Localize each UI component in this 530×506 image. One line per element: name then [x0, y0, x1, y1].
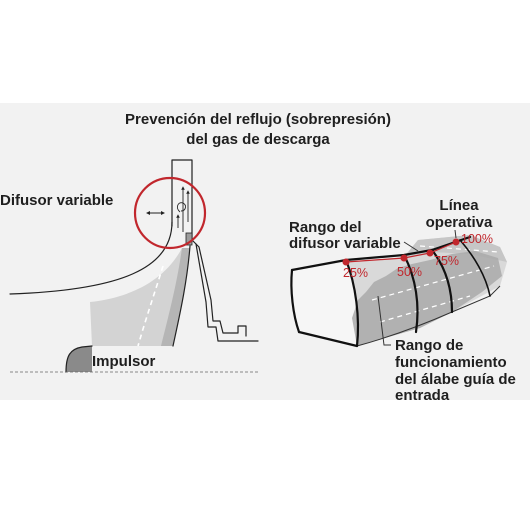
left-surface-slice [291, 262, 358, 346]
igv-range-leader [377, 295, 391, 346]
volute-wall-outer [191, 239, 247, 337]
impeller-label: Impulsor [92, 353, 156, 370]
section-arc-100 [459, 239, 491, 297]
diffuser-range-label-2: difusor variable [289, 235, 401, 252]
section-arc-75 [430, 248, 454, 314]
operating-line-leader [454, 229, 457, 239]
igv-range-label-4: entrada [395, 387, 450, 404]
surface-dashed-line-1 [419, 245, 499, 253]
igv-range-label-3: del álabe guía de [395, 371, 516, 388]
volute-wall-inner [195, 243, 259, 342]
operating-line-label-2: operativa [426, 214, 493, 231]
operating-point-25 [342, 258, 350, 266]
igv-range-label-2: funcionamiento [395, 354, 507, 371]
backflow-highlight-circle [133, 176, 207, 250]
title-line-1: Prevención del reflujo (sobrepresión) [125, 111, 391, 128]
section-arc-50 [402, 253, 419, 334]
variable-diffuser-label: Difusor variable [0, 192, 113, 209]
surface-dashed-line-2 [371, 265, 495, 301]
diffuser-channel [171, 159, 193, 241]
point-label-50: 50% [397, 265, 422, 279]
title-line-2: del gas de descarga [186, 131, 330, 148]
section-arc-25 [344, 258, 360, 348]
hub-contour [172, 245, 191, 347]
diffuser-range-left-edge [290, 268, 301, 334]
point-label-75: 75% [434, 254, 459, 268]
operating-line [345, 241, 457, 263]
impeller-hub-strip [161, 248, 190, 346]
operating-point-100 [452, 238, 460, 246]
igv-range-label-1: Rango de [395, 337, 463, 354]
operating-line-label-1: Línea [439, 197, 479, 214]
impeller-blade [90, 248, 190, 346]
surface-dashed-line-3 [379, 295, 471, 323]
impeller-base-outline [65, 345, 93, 373]
diffuser-range-label-1: Rango del [289, 219, 362, 236]
blade-dashed-line [137, 265, 164, 347]
inlet-guide-vane-region [352, 251, 502, 346]
point-label-25: 25% [343, 266, 368, 280]
impeller-base [66, 346, 92, 372]
diffuser-range-bottom-edge [297, 330, 359, 348]
operating-range-surface [290, 229, 507, 348]
operating-point-75 [426, 249, 434, 257]
diffuser-range-leader [403, 241, 419, 252]
point-label-100: 100% [461, 232, 493, 246]
operating-point-50 [400, 254, 408, 262]
backflow-curl-icon [176, 202, 186, 213]
compressor-cross-section [9, 159, 259, 373]
shroud-curve [9, 221, 173, 295]
